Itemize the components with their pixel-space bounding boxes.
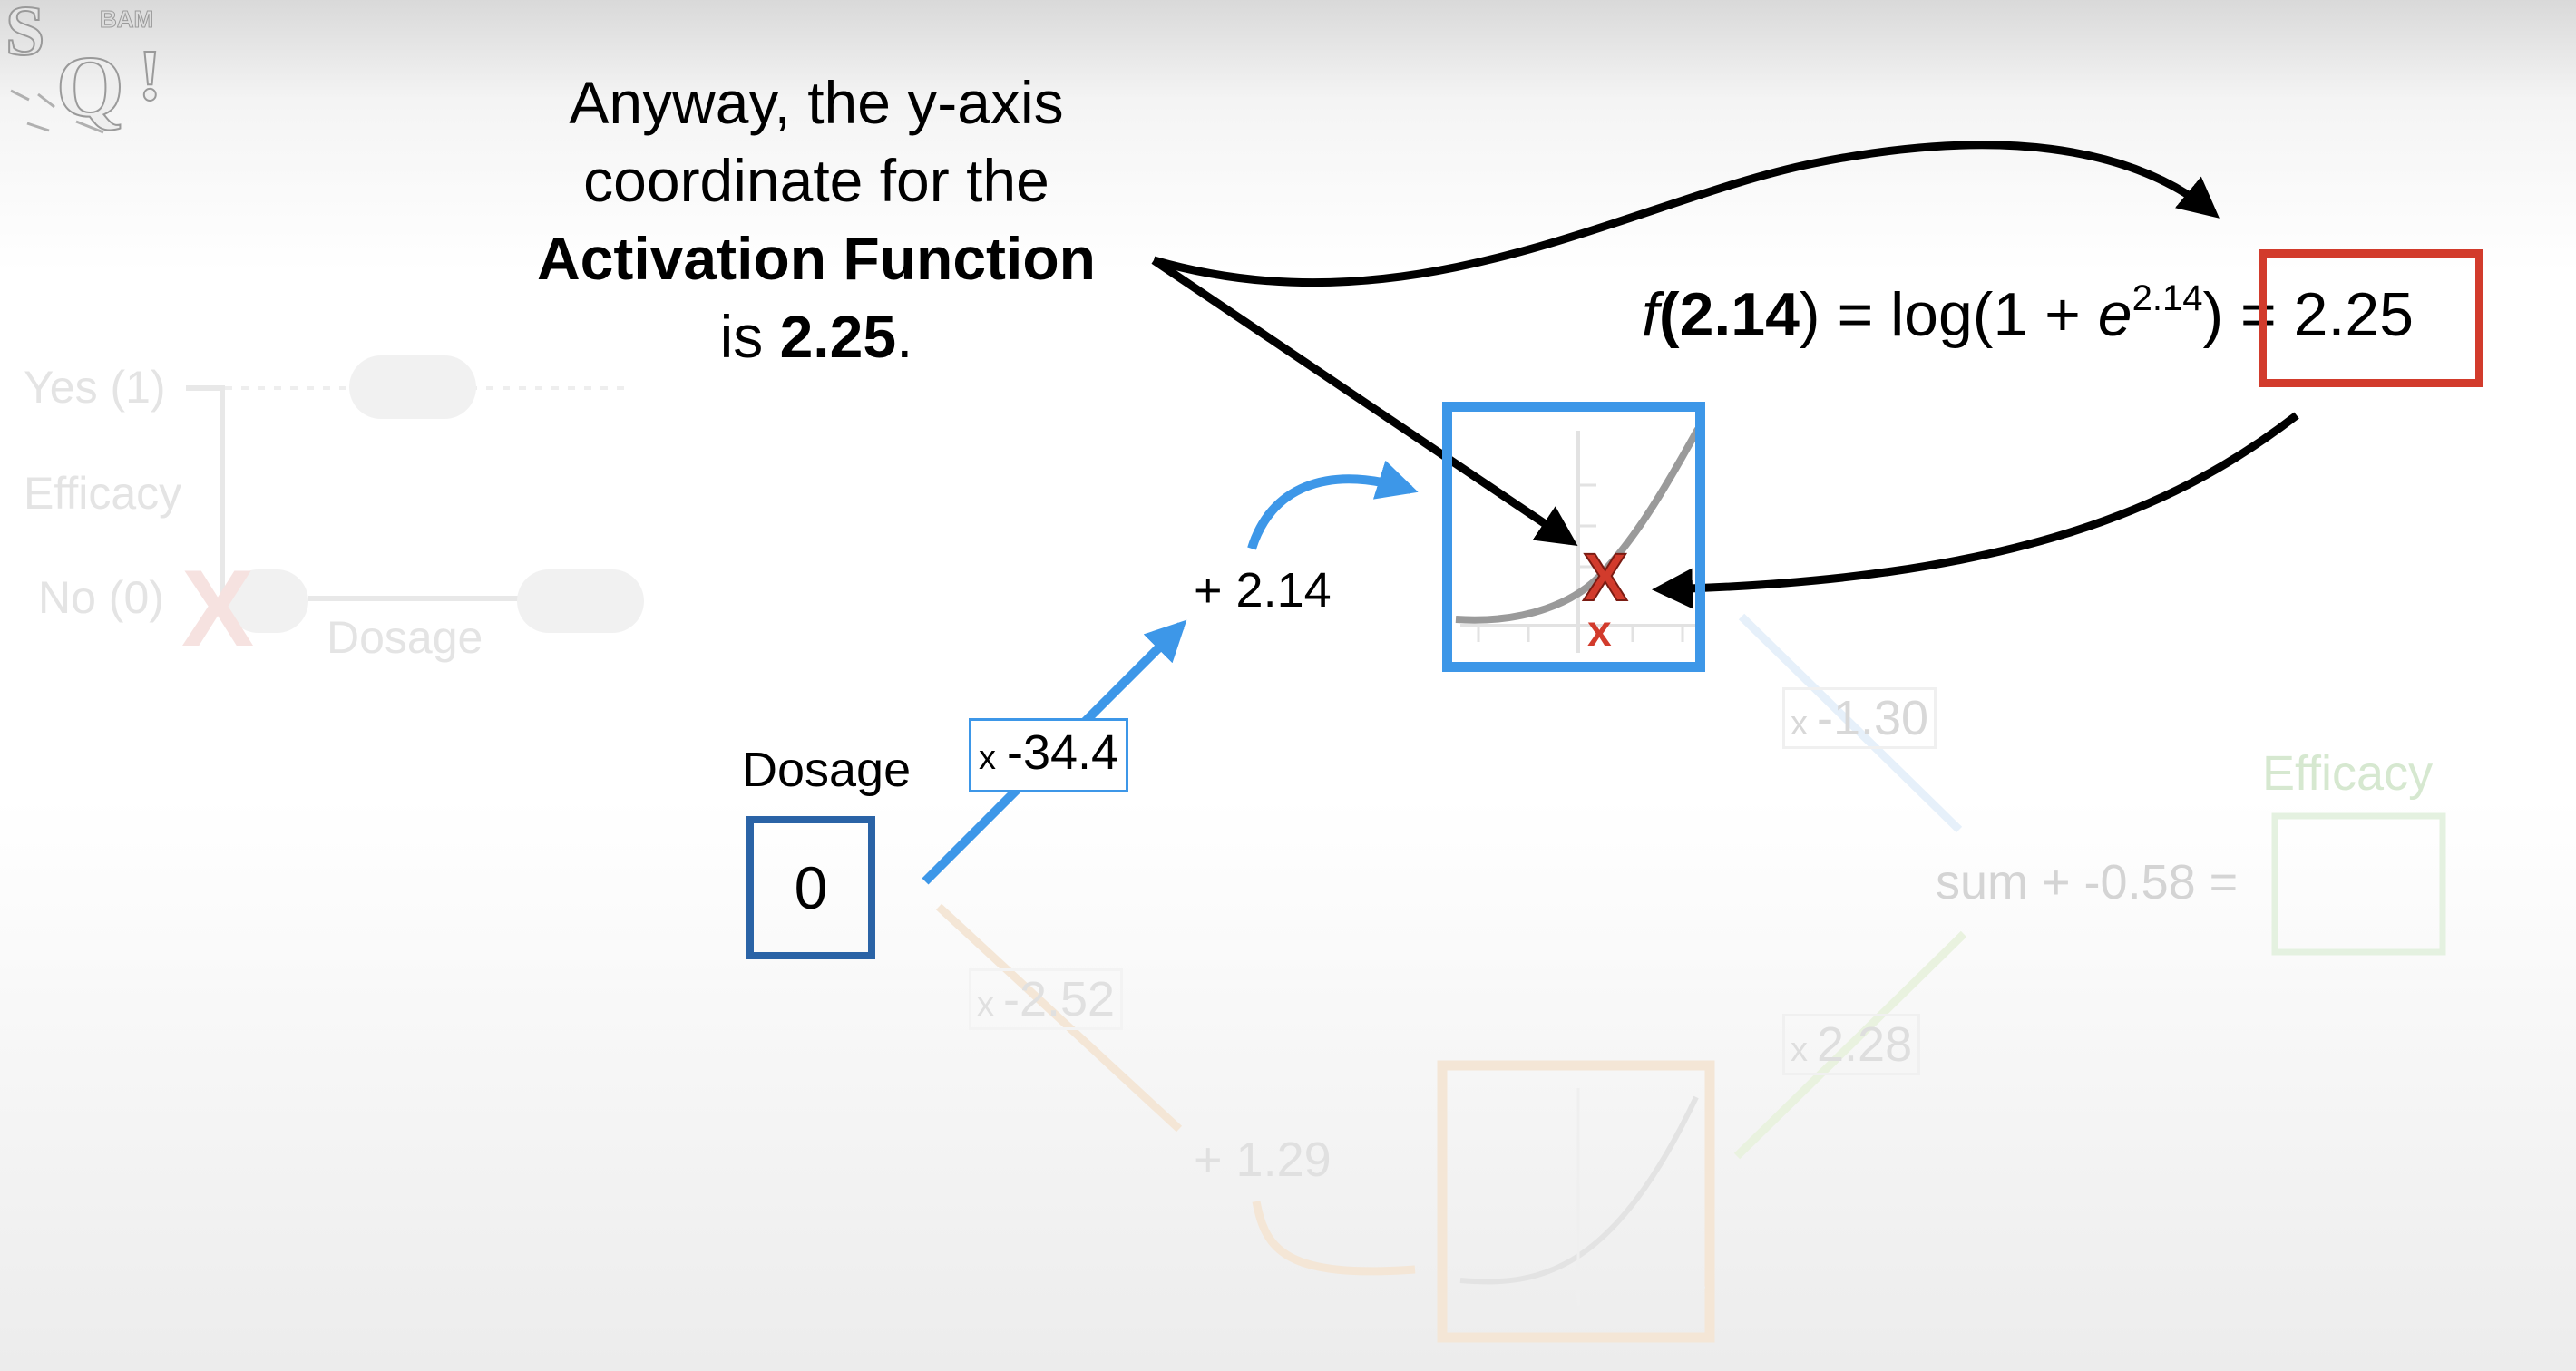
result-to-point-arrow: [1652, 412, 2299, 609]
caption-value: 2.25: [779, 303, 897, 370]
formula-e: e: [2097, 280, 2132, 349]
caption-line-4: is 2.25.: [472, 297, 1161, 375]
faded-top-output-path: [1738, 613, 2446, 956]
mini-graph-yes-label: Yes (1): [24, 362, 166, 413]
caption-line-2: coordinate for the: [583, 147, 1049, 214]
caption-to-formula-arrow: [1152, 141, 2220, 287]
weight-out-bottom-mult: x: [1791, 1031, 1808, 1069]
bias-bottom-label: + 1.29: [1194, 1133, 1332, 1187]
mini-graph-no-label: No (0): [38, 572, 164, 623]
weight-top-box: x -34.4: [969, 718, 1129, 792]
mini-graph-dosage-label: Dosage: [327, 612, 483, 663]
activation-graph: X x: [1455, 427, 1702, 656]
svg-text:!: !: [138, 36, 162, 116]
weight-out-bottom-value: 2.28: [1817, 1017, 1913, 1072]
svg-text:BAM: BAM: [100, 5, 153, 33]
weight-top-mult: x: [979, 739, 996, 777]
bias-to-activation-arrow: [1247, 460, 1419, 550]
input-value-box: 0: [746, 816, 875, 959]
caption-period: .: [896, 303, 913, 370]
activation-function-box: [1442, 402, 1705, 672]
formula-result: = 2.25: [2240, 280, 2414, 349]
weight-bottom-label: x-2.52: [969, 968, 1124, 1030]
input-label: Dosage: [742, 743, 912, 797]
weight-top-value: -34.4: [1007, 725, 1119, 780]
formula-arg: 2.14: [1679, 280, 1800, 349]
weight-out-top-label: x-1.30: [1782, 687, 1937, 749]
output-label: Efficacy: [2262, 746, 2434, 801]
softplus-curve: [1455, 427, 1702, 624]
weight-bottom-mult: x: [977, 986, 994, 1024]
svg-text:X: X: [181, 548, 254, 669]
activation-function-term: Activation Function: [537, 225, 1096, 292]
svg-text:Q: Q: [56, 38, 124, 135]
formula-f: f: [1642, 280, 1659, 349]
formula-mid: ) = log(1 +: [1799, 280, 2098, 349]
caption-line-1: Anyway, the y-axis: [569, 69, 1064, 136]
faded-bottom-path: [935, 903, 1967, 1343]
formula-close: ): [2202, 280, 2224, 349]
formula-open: (: [1658, 280, 1680, 349]
sum-label: sum + -0.58 =: [1936, 855, 2239, 909]
explanation-caption: Anyway, the y-axis coordinate for the Ac…: [472, 63, 1161, 375]
mini-graph-axes: X: [181, 355, 644, 669]
caption-is: is: [719, 303, 780, 370]
input-point-marker: x: [1587, 608, 1612, 656]
caption-to-point-arrow: [1151, 257, 1578, 547]
statquest-logo-icon: S Q ! BAM: [5, 0, 163, 136]
svg-text:S: S: [5, 0, 44, 70]
mini-graph-efficacy-label: Efficacy: [24, 468, 182, 519]
activation-point-marker: X: [1583, 540, 1627, 615]
caption-line-3: Activation Function: [472, 219, 1161, 297]
formula-exponent: 2.14: [2132, 278, 2203, 318]
softplus-formula: f(2.14) = log(1 + e2.14) = 2.25: [1642, 279, 2414, 350]
weight-bottom-value: -2.52: [1003, 972, 1116, 1026]
bias-top-label: + 2.14: [1194, 563, 1332, 617]
formula-result-box: [2259, 249, 2483, 387]
weight-out-top-value: -1.30: [1817, 691, 1929, 745]
weight-out-top-mult: x: [1791, 705, 1808, 743]
